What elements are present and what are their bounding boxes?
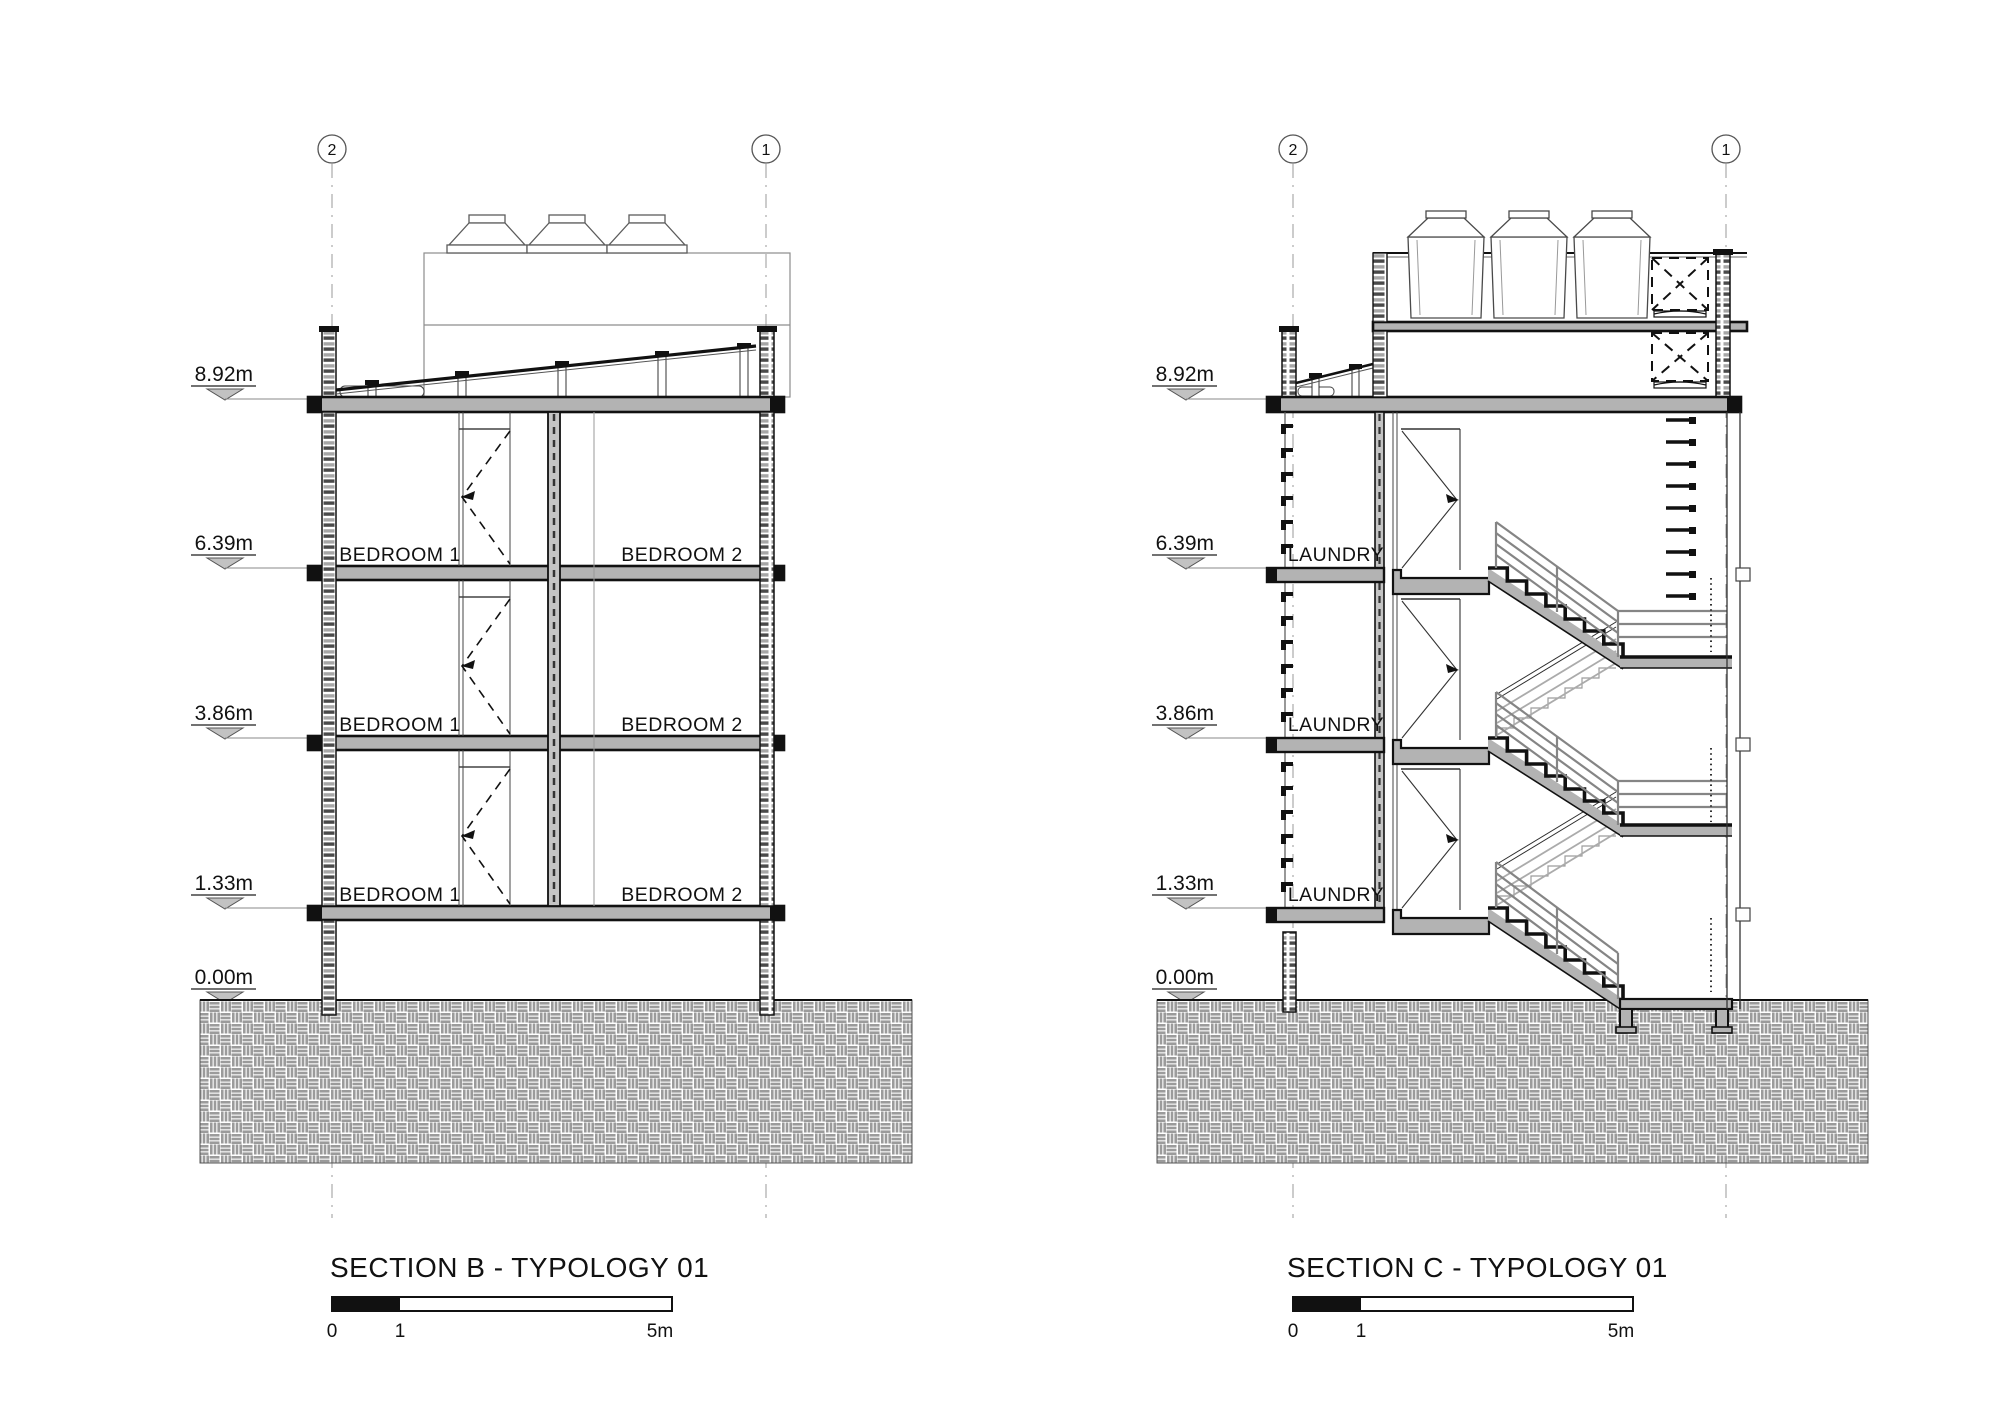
scale-1: 1: [395, 1321, 406, 1342]
roof-vent-cowls: [446, 214, 688, 254]
stilt-column-c: [1282, 931, 1297, 1013]
grid-bubble-1-c: 1: [1722, 142, 1731, 159]
stair-background-flights: [1496, 621, 1617, 906]
laundry-slabs: [1265, 566, 1491, 936]
shaft-doors: [1401, 428, 1461, 910]
scale-1: 1: [1356, 1321, 1367, 1342]
railing-flight-3: [1494, 861, 1620, 999]
vent-cowl-icon: [446, 214, 528, 254]
room-label-bedroom1: BEDROOM 1: [339, 884, 461, 906]
water-tank-icon: [1406, 210, 1486, 319]
ground-c: [1156, 999, 1869, 1164]
railing-flight-2: [1494, 691, 1727, 825]
water-tanks: [1406, 210, 1652, 319]
scale-5m: 5m: [1608, 1321, 1634, 1342]
level-label: 0.00m: [1156, 966, 1214, 989]
sloped-roof-c: [1295, 362, 1374, 398]
level-label: 1.33m: [1156, 872, 1214, 895]
roof-slab-c: [1265, 395, 1743, 414]
railing-flight-1: [1494, 521, 1727, 657]
level-label: 1.33m: [195, 872, 253, 895]
louvre-panels: [1651, 257, 1709, 389]
stilt-columns-b: [321, 919, 775, 1016]
roof-access-ladder: [1666, 418, 1690, 598]
level-markers-section-b: 8.92m 6.39m 3.86m 1.33m 0.00m: [191, 363, 310, 1004]
room-label-laundry: LAUNDRY: [1288, 884, 1384, 906]
door-elevation: [458, 412, 511, 566]
sloped-roof: [335, 343, 757, 398]
door-elevation: [1401, 428, 1461, 570]
level-label: 8.92m: [1156, 363, 1214, 386]
grid-bubble-icon: [1711, 134, 1741, 164]
louvre-wall-left: [1281, 412, 1293, 920]
center-partition-wall: [547, 411, 561, 907]
stair-shaft-walls: [1372, 330, 1398, 919]
level-label: 3.86m: [195, 702, 253, 725]
level-label: 6.39m: [1156, 532, 1214, 555]
ladder-rung-ends: [1689, 417, 1696, 600]
door-openings: [458, 412, 511, 906]
grid-bubble-1-b: 1: [762, 142, 771, 159]
level-markers-section-c: 8.92m 6.39m 3.86m 1.33m 0.00m: [1152, 363, 1269, 1004]
scale-0: 0: [327, 1321, 338, 1342]
door-elevation: [458, 750, 511, 906]
grid-bubble-2-b: 2: [328, 142, 337, 159]
scale-bar-b: 0 1 5m: [327, 1296, 673, 1342]
shaft-landings: [1391, 568, 1491, 936]
exterior-walls: [321, 411, 775, 907]
section-c-title: SECTION C - TYPOLOGY 01: [1287, 1252, 1668, 1283]
door-elevation: [1401, 768, 1461, 910]
door-elevation: [1401, 598, 1461, 740]
stair-pit-foundation: [1615, 997, 1734, 1034]
level-label: 6.39m: [195, 532, 253, 555]
scupper-spouts: [1735, 567, 1751, 922]
parapet-walls: [319, 326, 777, 398]
level-label: 0.00m: [195, 966, 253, 989]
scale-0: 0: [1288, 1321, 1299, 1342]
title-block-b: SECTION B - TYPOLOGY 01 0 1 5m: [327, 1252, 709, 1342]
stair-right-wall: [1666, 412, 1751, 1009]
grid-bubble-icon: [751, 134, 781, 164]
grid-bubbles: [317, 134, 1741, 164]
room-label-bedroom1: BEDROOM 1: [339, 544, 461, 566]
section-b-title: SECTION B - TYPOLOGY 01: [330, 1252, 709, 1283]
room-label-laundry: LAUNDRY: [1288, 714, 1384, 736]
parapet-walls-c: [1279, 249, 1733, 398]
door-elevation: [458, 580, 511, 736]
louvre-panel-x-icon: [1651, 332, 1709, 389]
scale-bar-c: 0 1 5m: [1288, 1296, 1634, 1342]
title-block-c: SECTION C - TYPOLOGY 01 0 1 5m: [1287, 1252, 1668, 1342]
level-label: 8.92m: [195, 363, 253, 386]
level-triangle-icons: [1166, 388, 1206, 1004]
vent-cowl-icon: [606, 214, 688, 254]
grid-bubble-2-c: 2: [1289, 142, 1298, 159]
room-label-bedroom2: BEDROOM 2: [621, 544, 743, 566]
water-tank-icon: [1572, 210, 1652, 319]
vent-cowl-icon: [526, 214, 608, 254]
room-label-bedroom2: BEDROOM 2: [621, 884, 743, 906]
ground-b: [199, 999, 913, 1164]
louvre-brackets: [1281, 424, 1293, 892]
scale-5m: 5m: [647, 1321, 673, 1342]
grid-bubble-icon: [317, 134, 347, 164]
section-c: LAUNDRY LAUNDRY LAUNDRY: [1156, 210, 1869, 1164]
floor-slabs: [306, 395, 786, 922]
stair-railings: [1494, 521, 1727, 999]
louvre-panel-x-icon: [1651, 257, 1709, 318]
room-label-bedroom2: BEDROOM 2: [621, 714, 743, 736]
level-triangle-icons: [205, 388, 245, 1004]
water-tank-icon: [1489, 210, 1569, 319]
stair-cut-flights: [1487, 566, 1732, 1012]
level-label: 3.86m: [1156, 702, 1214, 725]
room-label-bedroom1: BEDROOM 1: [339, 714, 461, 736]
room-label-laundry: LAUNDRY: [1288, 544, 1384, 566]
grid-bubble-icon: [1278, 134, 1308, 164]
section-b: BEDROOM 1 BEDROOM 2 BEDROOM 1 BEDROOM 2 …: [199, 214, 913, 1164]
